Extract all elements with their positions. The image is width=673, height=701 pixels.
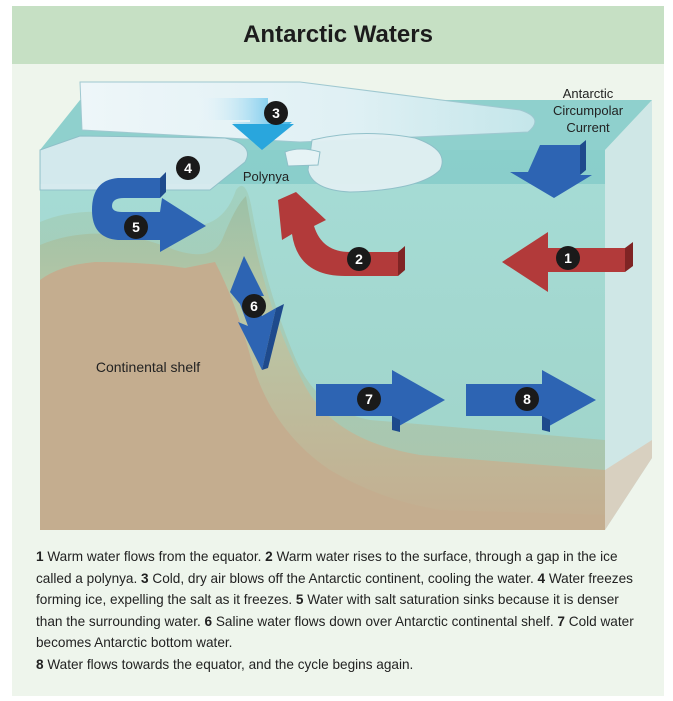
marker-2-label: 2: [355, 251, 363, 267]
marker-6: 6: [242, 294, 266, 318]
marker-8: 8: [515, 387, 539, 411]
step-6-text: Saline water flows down over Antarctic c…: [212, 613, 558, 629]
marker-5-label: 5: [132, 219, 140, 235]
antarctic-waters-diagram: Antarctic Circumpolar Current Polynya Co…: [39, 81, 652, 530]
continental-shelf: [40, 185, 652, 530]
step-1-text: Warm water flows from the equator.: [43, 549, 266, 564]
step-4-text: Water freezes forming ice, expelling the…: [36, 570, 633, 608]
marker-8-label: 8: [523, 391, 531, 407]
marker-1: 1: [556, 246, 580, 270]
step-5-number: 5: [295, 592, 304, 607]
step-7-number: 7: [557, 613, 565, 629]
marker-4-label: 4: [184, 160, 192, 176]
acc-label-line3: Current: [566, 120, 610, 135]
acc-label-line2: Circumpolar: [553, 103, 624, 118]
step-6-number: 6: [204, 613, 213, 629]
title-bar: Antarctic Waters: [12, 6, 664, 64]
marker-7: 7: [357, 387, 381, 411]
figure-title: Antarctic Waters: [243, 21, 433, 48]
polynya-label: Polynya: [243, 169, 290, 184]
step-2-text: Warm water rises to the surface, through…: [36, 549, 618, 586]
step-3-number: 3: [141, 570, 149, 586]
step-3-text: Cold, dry air blows off the Antarctic co…: [148, 570, 538, 586]
marker-3-label: 3: [272, 105, 280, 121]
step-7-text: Cold water becomes Antarctic bottom wate…: [36, 613, 634, 651]
step-8-number: 8: [36, 656, 44, 672]
marker-4: 4: [176, 156, 200, 180]
marker-5: 5: [124, 215, 148, 239]
marker-6-label: 6: [250, 298, 258, 314]
step-4-number: 4: [537, 570, 546, 586]
step-1-number: 1: [36, 549, 44, 564]
circumpolar-current-arrow: [510, 140, 592, 198]
marker-3: 3: [264, 101, 288, 125]
acc-label-line1: Antarctic: [563, 86, 614, 101]
marker-1-label: 1: [564, 250, 572, 266]
cold-arrow-5: [92, 172, 206, 252]
step-8-text: Water flows towards the equator, and the…: [43, 656, 414, 672]
continental-shelf-label: Continental shelf: [96, 359, 200, 375]
caption: 1 Warm water flows from the equator. 2 W…: [36, 546, 636, 675]
step-2-number: 2: [265, 549, 273, 564]
marker-2: 2: [347, 247, 371, 271]
step-5-text: Water with salt saturation sinks because…: [36, 592, 619, 629]
marker-7-label: 7: [365, 391, 373, 407]
